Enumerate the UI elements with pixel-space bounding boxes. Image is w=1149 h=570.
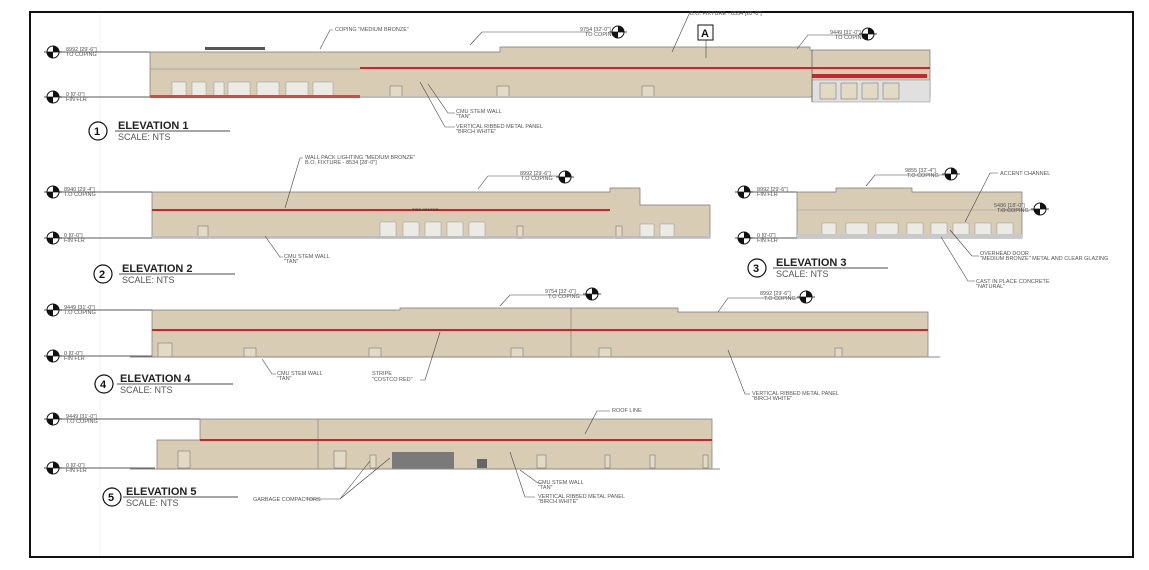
elevation-title: ELEVATION 5 xyxy=(126,486,197,498)
note-panel: VERTICAL RIBBED METAL PANEL xyxy=(456,124,543,130)
elevation-number: 4 xyxy=(100,379,107,391)
level-value: 9449 [31'-0"] xyxy=(64,305,95,311)
level-label: TO COPING xyxy=(66,52,97,58)
note-panel: VERTICAL RIBBED METAL PANEL xyxy=(538,494,625,500)
note-stripe-sub: "COSTCO RED" xyxy=(372,377,413,383)
note-fixture: B.O. FIXTURE - 8534 [28'-0"] xyxy=(690,11,762,17)
level-label: T.O COPING xyxy=(521,176,553,182)
note-roof-line: ROOF LINE xyxy=(612,408,642,414)
sign-tire-center: TIRE CENTER xyxy=(412,207,439,212)
elevation-title: ELEVATION 3 xyxy=(776,257,847,269)
elevation-number: 1 xyxy=(94,126,100,138)
level-label: FIN FLR xyxy=(66,97,87,103)
note-cmu: CMU STEM WALL xyxy=(456,109,502,115)
level-label: TO COPING xyxy=(835,35,866,41)
note-concrete: CAST IN PLACE CONCRETE xyxy=(976,279,1050,285)
note-panel: VERTICAL RIBBED METAL PANEL xyxy=(752,391,839,397)
elevation-scale: SCALE: NTS xyxy=(126,498,179,508)
note-lighting: WALL PACK LIGHTING "MEDIUM BRONZE" xyxy=(305,155,415,161)
level-value: 0 [0'-0"] xyxy=(757,233,776,239)
note-cmu: CMU STEM WALL xyxy=(538,480,584,486)
elevation-2: 8940 [29'-4"] T.O COPING 0 [0'-0"] FIN F… xyxy=(43,155,711,285)
note-accent-channel: ACCENT CHANNEL xyxy=(1000,171,1050,177)
note-cmu: CMU STEM WALL xyxy=(277,371,323,377)
level-value: 8992 [29'-6"] xyxy=(760,291,791,297)
note-overhead-door-sub: "MEDIUM BRONZE" METAL AND CLEAR GLAZING xyxy=(980,256,1108,262)
level-label: T.O COPING xyxy=(64,310,96,316)
level-value: 0 [0'-0"] xyxy=(66,92,85,98)
elevation-scale: SCALE: NTS xyxy=(118,132,171,142)
note-cmu-sub: "TAN" xyxy=(277,376,292,382)
note-fixture: B.O. FIXTURE - 8534 [28'-0"] xyxy=(305,160,377,166)
note-panel-sub: "BIRCH WHITE" xyxy=(538,499,578,505)
level-label: T.O COPING xyxy=(907,173,939,179)
level-value: 9855 [32'-4"] xyxy=(905,168,936,174)
level-label: T.O COPING xyxy=(64,192,96,198)
level-value: 8940 [29'-4"] xyxy=(64,187,95,193)
level-label: T.O COPING xyxy=(997,208,1029,214)
garbage-compactor xyxy=(392,452,454,469)
level-value: 8992 [29'-6"] xyxy=(520,171,551,177)
level-label: T.O COPING xyxy=(764,296,796,302)
section-tag-label: A xyxy=(701,28,709,40)
level-value: 5486 [18'-0"] xyxy=(994,203,1025,209)
section-tag xyxy=(697,24,714,41)
elevation-5: 9449 [31'-0"] T.O COPING 0 [0'-0"] FIN F… xyxy=(43,408,720,508)
elevation-3: 8992 [29'-6"] FIN FLR 0 [0'-0"] FIN FLR … xyxy=(734,167,1108,290)
note-garbage-compactors: GARBAGE COMPACTORS xyxy=(253,497,321,503)
elevation-number: 2 xyxy=(99,269,105,281)
level-value: 8992 [29'-6"] xyxy=(757,187,788,193)
note-cmu: CMU STEM WALL xyxy=(284,254,330,260)
note-cmu-sub: "TAN" xyxy=(284,259,299,265)
note-panel-sub: "BIRCH WHITE" xyxy=(456,129,496,135)
elevation-scale: SCALE: NTS xyxy=(120,385,173,395)
level-value: 0 [0'-0"] xyxy=(66,463,85,469)
elevation-1: 8992 [29'-6"] TO COPING 0 [0'-0"] FIN FL… xyxy=(43,11,931,142)
level-value: 9754 [32'-0"] xyxy=(545,289,576,295)
level-label: T.O COPING xyxy=(66,419,98,425)
level-label: FIN FLR xyxy=(64,356,85,362)
level-value: 9449 [31'-0"] xyxy=(830,30,861,36)
note-cmu-sub: "TAN" xyxy=(538,485,553,491)
level-label: FIN FLR xyxy=(757,192,778,198)
elevation-scale: SCALE: NTS xyxy=(776,269,829,279)
elevation-scale: SCALE: NTS xyxy=(122,275,175,285)
elevation-title: ELEVATION 2 xyxy=(122,263,193,275)
elevation-title: ELEVATION 4 xyxy=(120,373,191,385)
elevation-title: ELEVATION 1 xyxy=(118,120,189,132)
elevation-4: 9449 [31'-0"] T.O COPING 0 [0'-0"] FIN F… xyxy=(43,287,940,402)
level-label: FIN FLR xyxy=(757,238,778,244)
note-concrete-sub: "NATURAL" xyxy=(976,284,1005,290)
note-coping: COPING "MEDIUM BRONZE" xyxy=(335,27,409,33)
level-label: FIN FLR xyxy=(64,238,85,244)
level-label: TO COPING xyxy=(585,32,616,38)
note-stripe: STRIPE xyxy=(372,371,392,377)
level-value: 8992 [29'-6"] xyxy=(66,47,97,53)
note-panel-sub: "BIRCH WHITE" xyxy=(752,396,792,402)
level-value: 0 [0'-0"] xyxy=(64,351,83,357)
level-value: 0 [0'-0"] xyxy=(64,233,83,239)
note-cmu-sub: "TAN" xyxy=(456,114,471,120)
level-label: FIN FLR xyxy=(66,468,87,474)
level-value: 9754 [32'-0"] xyxy=(580,27,611,33)
elevation-number: 3 xyxy=(753,263,759,275)
elevation-number: 5 xyxy=(108,492,114,504)
level-value: 9449 [31'-0"] xyxy=(66,414,97,420)
note-overhead-door: OVERHEAD DOOR xyxy=(980,251,1029,257)
level-label: T.O COPING xyxy=(548,294,580,300)
